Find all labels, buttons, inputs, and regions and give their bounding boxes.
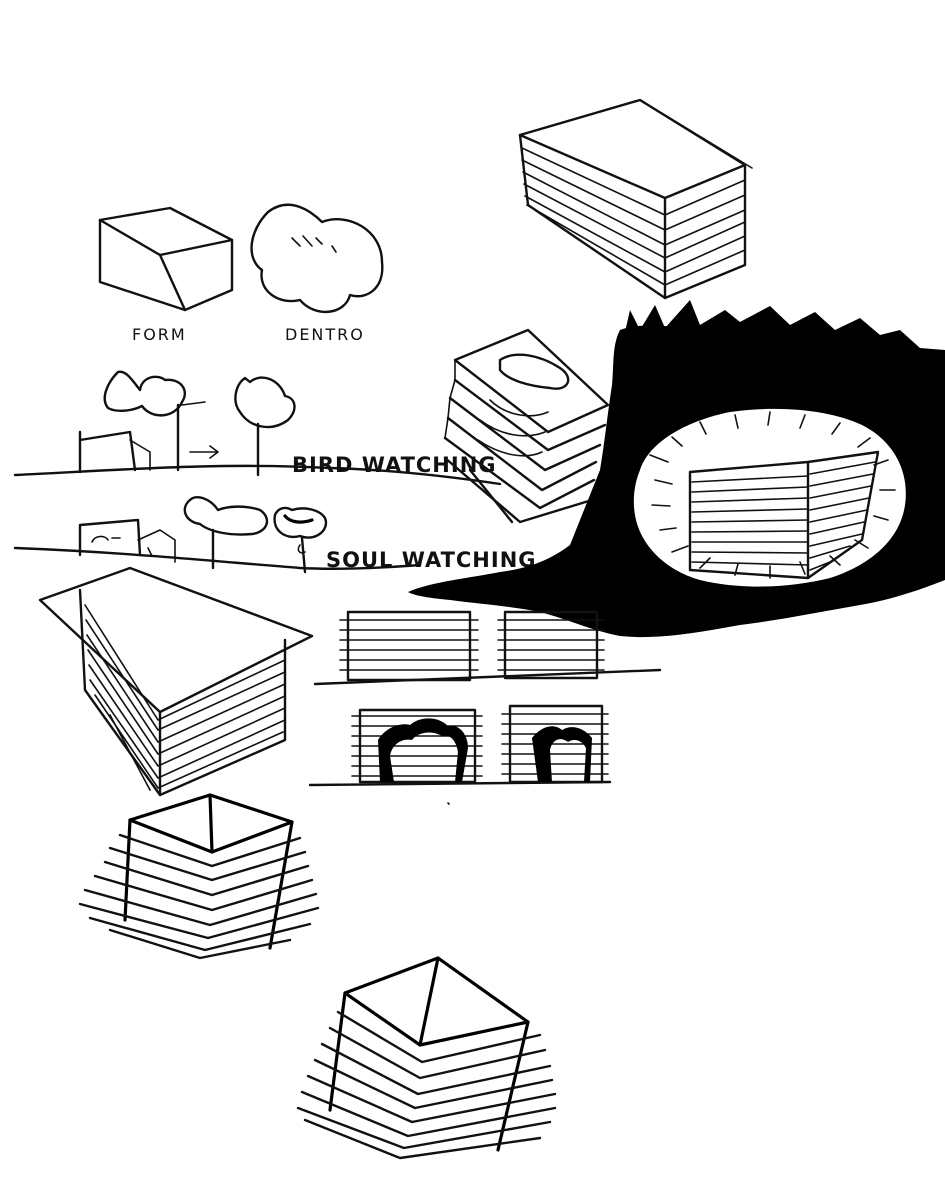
stray-dot — [447, 802, 450, 805]
box-form-sketch — [98, 206, 234, 312]
stacked-slab-left — [38, 566, 314, 797]
dark-cave-mass — [408, 300, 945, 638]
stacked-slab-top-right — [518, 98, 753, 300]
label-bird-watching: BIRD WATCHING — [292, 453, 497, 477]
label-dentro: DENTRO — [285, 325, 365, 344]
box-in-cave — [688, 450, 880, 580]
blob-dentro-sketch — [250, 203, 384, 314]
layered-plates-sketch — [443, 328, 610, 524]
label-soul-watching: SOUL WATCHING — [326, 548, 537, 572]
paper-stack-bottom-center — [296, 956, 557, 1160]
elevation-blocks-upper — [313, 610, 662, 686]
label-form: FORM — [132, 325, 187, 344]
paper-stack-bottom-left — [78, 793, 320, 960]
elevation-blocks-lower — [308, 704, 612, 787]
landscape-bird-watching — [13, 370, 502, 486]
landscape-soul-watching — [13, 496, 422, 574]
